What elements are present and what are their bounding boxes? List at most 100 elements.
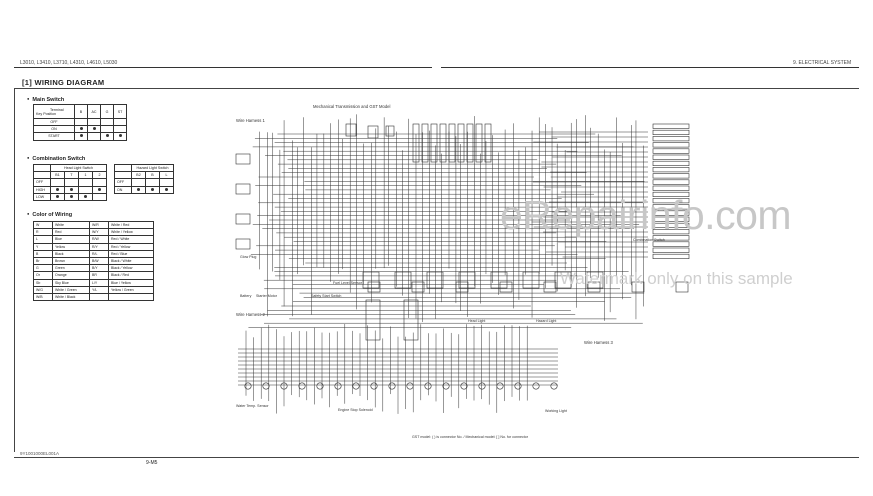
color-code: R/Y bbox=[89, 242, 109, 251]
terminal-label bbox=[652, 142, 690, 148]
connector bbox=[455, 281, 469, 293]
row-label: OFF bbox=[114, 178, 132, 187]
hazard-light-label: Hazard Light bbox=[536, 319, 557, 323]
page-number: 9-M5 bbox=[146, 460, 158, 466]
contact-dot bbox=[56, 194, 59, 198]
lamp-symbol bbox=[316, 382, 324, 390]
row-label: ON bbox=[33, 125, 75, 134]
connector bbox=[587, 281, 601, 293]
color-name: Red / Yellow bbox=[108, 242, 154, 251]
color-name: Black / Yellow bbox=[108, 264, 154, 273]
color-name: White / Yellow bbox=[108, 228, 154, 237]
safety-start-switch-label: Safety Start Switch bbox=[311, 294, 342, 298]
terminal-label bbox=[652, 179, 690, 185]
col-header: 2 bbox=[92, 171, 107, 180]
color-name: Yellow / Green bbox=[108, 285, 154, 294]
corner-terminal: Terminal bbox=[50, 107, 64, 112]
color-code: B/Y bbox=[89, 264, 109, 273]
page-header-left: L3010, L3410, L3710, L4310, L4610, L5030 bbox=[20, 60, 118, 66]
lamp-symbol bbox=[298, 382, 306, 390]
color-code: R bbox=[33, 228, 53, 237]
contact-dot bbox=[79, 134, 83, 138]
connector-block bbox=[448, 123, 456, 163]
lamp-symbol bbox=[442, 382, 450, 390]
col-header: B bbox=[74, 104, 88, 119]
color-code: B bbox=[33, 249, 53, 258]
connector bbox=[543, 281, 557, 293]
lamp-symbol bbox=[496, 382, 504, 390]
color-name: Yellow bbox=[52, 242, 90, 251]
color-of-wiring-heading: Color of Wiring bbox=[27, 212, 72, 218]
connector bbox=[490, 271, 508, 289]
connector bbox=[367, 281, 381, 293]
color-code: L/Y bbox=[89, 278, 109, 287]
lamp-symbol bbox=[478, 382, 486, 390]
contact-dot bbox=[84, 194, 87, 198]
terminal-label bbox=[652, 173, 690, 179]
engine-stop-label: Engine Stop Solenoid bbox=[338, 408, 373, 412]
color-name bbox=[108, 292, 154, 302]
main-switch-heading: Main Switch bbox=[27, 97, 64, 103]
color-name: White bbox=[52, 220, 90, 230]
connector-block bbox=[421, 123, 429, 163]
color-code: R/W bbox=[89, 235, 109, 244]
contact-dot bbox=[79, 127, 83, 131]
contact-dot bbox=[151, 187, 154, 191]
terminal-label bbox=[652, 136, 690, 142]
contact-dot bbox=[98, 187, 101, 191]
lamp-symbol bbox=[406, 382, 414, 390]
headlight-title: Head Light Switch bbox=[50, 163, 107, 173]
terminal-label bbox=[652, 198, 690, 204]
col-header: B2 bbox=[131, 171, 146, 180]
wire-harness-3-label: Wire Harness 3 bbox=[584, 340, 613, 345]
terminal-label bbox=[652, 129, 690, 136]
color-name: Orange bbox=[52, 271, 90, 280]
connector-block bbox=[430, 123, 438, 163]
color-name: Sky Blue bbox=[52, 278, 90, 287]
connector bbox=[235, 153, 251, 165]
terminal-label bbox=[652, 222, 690, 228]
color-code: W/B bbox=[33, 292, 53, 302]
connector bbox=[458, 271, 476, 289]
row-label: LOW bbox=[33, 192, 51, 201]
color-code: B/W bbox=[89, 256, 109, 266]
connector bbox=[235, 213, 251, 225]
lamp-symbol bbox=[352, 382, 360, 390]
connector-block bbox=[475, 123, 483, 163]
watermark-text: eRepairinfo.com bbox=[500, 192, 792, 238]
battery-label: Battery bbox=[240, 294, 252, 298]
color-code: L bbox=[33, 235, 53, 244]
connector bbox=[235, 183, 251, 195]
wire-harness-1-label: Wire Harness 1 bbox=[236, 118, 265, 123]
connector bbox=[394, 271, 412, 289]
connector-block bbox=[412, 123, 420, 163]
color-code: Br bbox=[33, 256, 53, 266]
contact-dot bbox=[56, 187, 59, 191]
connector bbox=[586, 271, 604, 289]
terminal-label bbox=[652, 154, 690, 160]
connector bbox=[385, 125, 395, 137]
connector bbox=[426, 271, 444, 289]
title-rule bbox=[14, 88, 859, 89]
color-code: BR bbox=[89, 271, 109, 280]
watermark-subtext: Watermark only on this sample bbox=[560, 269, 793, 288]
color-code: Y bbox=[33, 242, 53, 251]
color-name: Green bbox=[52, 264, 90, 273]
connector-block bbox=[466, 123, 474, 163]
color-code bbox=[89, 292, 109, 302]
fuel-level-sensor-label: Fuel Level Sensor bbox=[333, 281, 362, 285]
color-name: White / Red bbox=[108, 220, 154, 230]
col-header: 1 bbox=[78, 171, 93, 180]
connector bbox=[522, 271, 540, 289]
footer-code: 9Y1001000EL001A bbox=[20, 451, 60, 456]
color-code: W/Y bbox=[89, 228, 109, 237]
col-header: B1 bbox=[50, 171, 65, 180]
connector-note: GST model: ( ) is connector No. / Mechan… bbox=[412, 435, 528, 439]
lamp-symbol bbox=[370, 382, 378, 390]
row-label: OFF bbox=[33, 178, 51, 187]
contact-dot bbox=[70, 194, 73, 198]
